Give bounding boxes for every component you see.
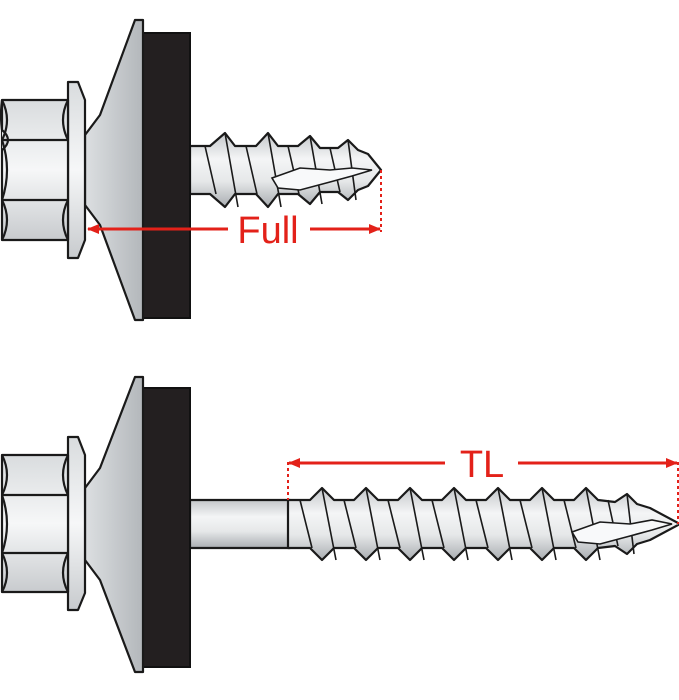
rubber-washer	[142, 387, 191, 668]
plain-shank	[188, 498, 292, 550]
hex-head	[0, 98, 70, 242]
head-flange	[66, 80, 87, 260]
tl-dimension: TL	[287, 444, 679, 524]
tl-dimension-label: TL	[460, 444, 504, 486]
head-flange	[66, 435, 87, 612]
full-dimension: Full	[87, 170, 382, 252]
full-thread-screw: Full	[0, 18, 383, 322]
hex-head	[0, 453, 70, 594]
threaded-shank	[188, 131, 383, 209]
metal-washer	[83, 375, 145, 674]
threaded-section	[286, 486, 679, 562]
metal-washer	[83, 18, 145, 322]
full-dimension-label: Full	[237, 210, 298, 252]
partial-thread-screw: TL	[0, 375, 679, 674]
rubber-washer	[142, 32, 191, 319]
